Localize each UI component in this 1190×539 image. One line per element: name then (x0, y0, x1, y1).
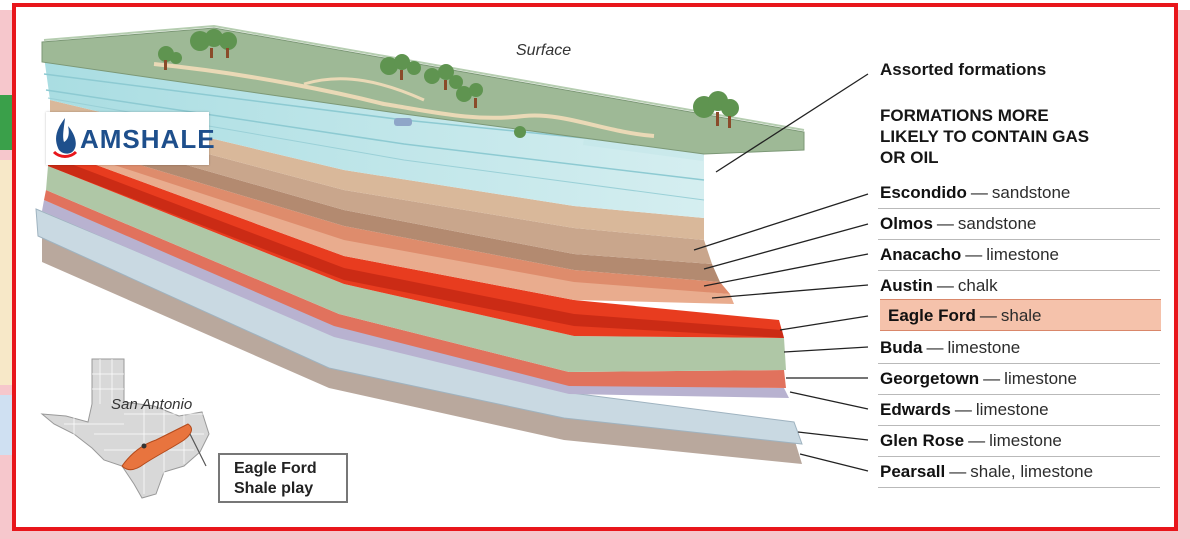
flame-icon (52, 118, 78, 158)
layer-buda (46, 166, 786, 372)
logo-text: AMSHALE (80, 124, 216, 154)
formation-label-edwards: Edwards—limestone (880, 400, 1049, 419)
eagle-ford-highlight (880, 299, 1161, 331)
likely-heading-line: OR OIL (880, 148, 939, 167)
formation-label-eagle-ford: Eagle Ford—shale (888, 306, 1042, 325)
layer-austin-band (50, 138, 730, 294)
san-antonio-label: San Antonio (111, 396, 193, 413)
formation-label-olmos: Olmos—sandstone (880, 214, 1037, 233)
layer-eagle-ford (48, 148, 784, 338)
trees (158, 29, 739, 138)
play-label-line: Eagle Ford (234, 460, 317, 477)
truck (394, 118, 412, 126)
layer-escondido (50, 100, 704, 240)
formation-label-anacacho: Anacacho—limestone (880, 245, 1060, 264)
layer-anacacho (50, 126, 720, 282)
formation-label-escondido: Escondido—sandstone (880, 183, 1071, 202)
formation-label-austin: Austin—chalk (880, 276, 998, 295)
formation-label-georgetown: Georgetown—limestone (880, 369, 1077, 388)
likely-heading-line: LIKELY TO CONTAIN GAS (880, 127, 1090, 146)
leader-lines (693, 73, 869, 472)
assorted-formations-label: Assorted formations (880, 60, 1047, 79)
surface-label: Surface (516, 42, 572, 59)
play-label-line: Shale play (234, 480, 314, 497)
layer-olmos (50, 112, 712, 264)
surface-plane (41, 27, 805, 155)
geology-cross-section (35, 24, 869, 499)
formation-label-pearsall: Pearsall—shale, limestone (880, 462, 1094, 481)
san-antonio-dot (141, 443, 147, 449)
formation-label-glen-rose: Glen Rose—limestone (880, 431, 1062, 450)
eagle-ford-play-callout: Eagle Ford Shale play (218, 453, 348, 503)
formation-label-buda: Buda—limestone (880, 338, 1021, 357)
figure-frame: Surface AMSHALE Assorted formations FORM… (12, 3, 1178, 531)
texas-map (40, 358, 210, 499)
amshale-logo: AMSHALE (46, 112, 215, 165)
layer-pearsall (42, 232, 802, 464)
likely-heading-line: FORMATIONS MORE (880, 106, 1049, 125)
